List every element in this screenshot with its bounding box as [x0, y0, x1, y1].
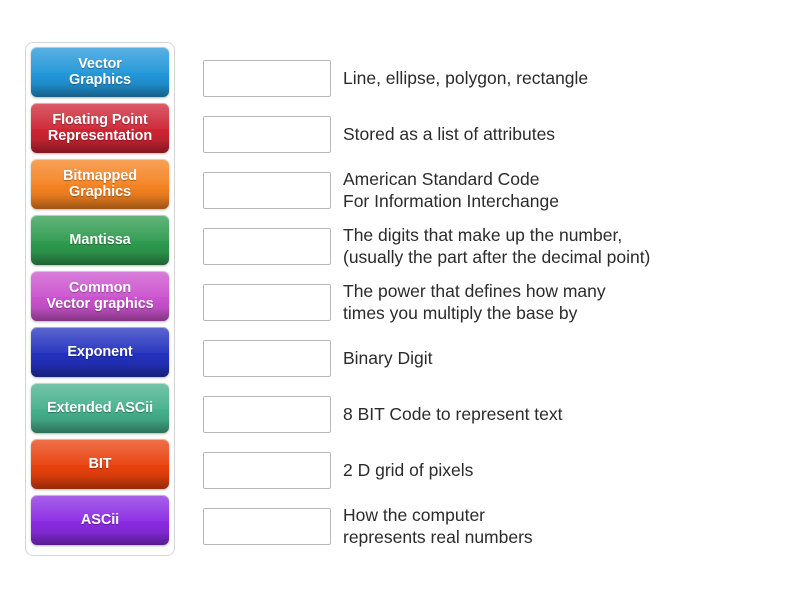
definition-text: Binary Digit	[343, 347, 433, 368]
answer-drop-box[interactable]	[203, 59, 331, 97]
definition-text: 2 D grid of pixels	[343, 459, 474, 480]
tile-bitmapped-graphics[interactable]: Bitmapped Graphics	[31, 159, 169, 209]
definition-row: The digits that make up the number, (usu…	[203, 218, 778, 274]
tile-ascii[interactable]: ASCii	[31, 495, 169, 545]
tile-mantissa[interactable]: Mantissa	[31, 215, 169, 265]
answer-drop-box[interactable]	[203, 451, 331, 489]
definition-row: Line, ellipse, polygon, rectangle	[203, 50, 778, 106]
definition-text: 8 BIT Code to represent text	[343, 403, 563, 424]
definition-text: Line, ellipse, polygon, rectangle	[343, 67, 589, 88]
definition-row: How the computer represents real numbers	[203, 498, 778, 554]
tile-label: Mantissa	[69, 231, 131, 248]
definition-row: 2 D grid of pixels	[203, 442, 778, 498]
answer-drop-box[interactable]	[203, 339, 331, 377]
tile-label: Exponent	[67, 343, 133, 360]
tile-label: Bitmapped Graphics	[62, 167, 138, 200]
tile-label: Extended ASCii	[46, 399, 154, 416]
answer-drop-box[interactable]	[203, 283, 331, 321]
definition-row: 8 BIT Code to represent text	[203, 386, 778, 442]
definition-text: Stored as a list of attributes	[343, 123, 556, 144]
answer-drop-box[interactable]	[203, 227, 331, 265]
tile-label: Common Vector graphics	[46, 279, 154, 312]
answer-drop-box[interactable]	[203, 507, 331, 545]
tile-label: ASCii	[80, 511, 120, 528]
definition-row: Binary Digit	[203, 330, 778, 386]
tile-label: Vector Graphics	[68, 55, 132, 88]
tile-floating-point-representation[interactable]: Floating Point Representation	[31, 103, 169, 153]
definition-text: How the computer represents real numbers	[343, 504, 533, 547]
tile-vector-graphics[interactable]: Vector Graphics	[31, 47, 169, 97]
answer-drop-box[interactable]	[203, 395, 331, 433]
tile-bit[interactable]: BIT	[31, 439, 169, 489]
definition-text: The digits that make up the number, (usu…	[343, 224, 651, 267]
tile-extended-ascii[interactable]: Extended ASCii	[31, 383, 169, 433]
definition-row: American Standard Code For Information I…	[203, 162, 778, 218]
answer-drop-box[interactable]	[203, 171, 331, 209]
tile-label: Floating Point Representation	[47, 111, 153, 144]
tile-label: BIT	[88, 455, 112, 472]
definition-row: Stored as a list of attributes	[203, 106, 778, 162]
definition-row: The power that defines how many times yo…	[203, 274, 778, 330]
tile-common-vector-graphics[interactable]: Common Vector graphics	[31, 271, 169, 321]
definition-text: The power that defines how many times yo…	[343, 280, 606, 323]
definition-text: American Standard Code For Information I…	[343, 168, 559, 211]
tile-exponent[interactable]: Exponent	[31, 327, 169, 377]
answer-drop-box[interactable]	[203, 115, 331, 153]
